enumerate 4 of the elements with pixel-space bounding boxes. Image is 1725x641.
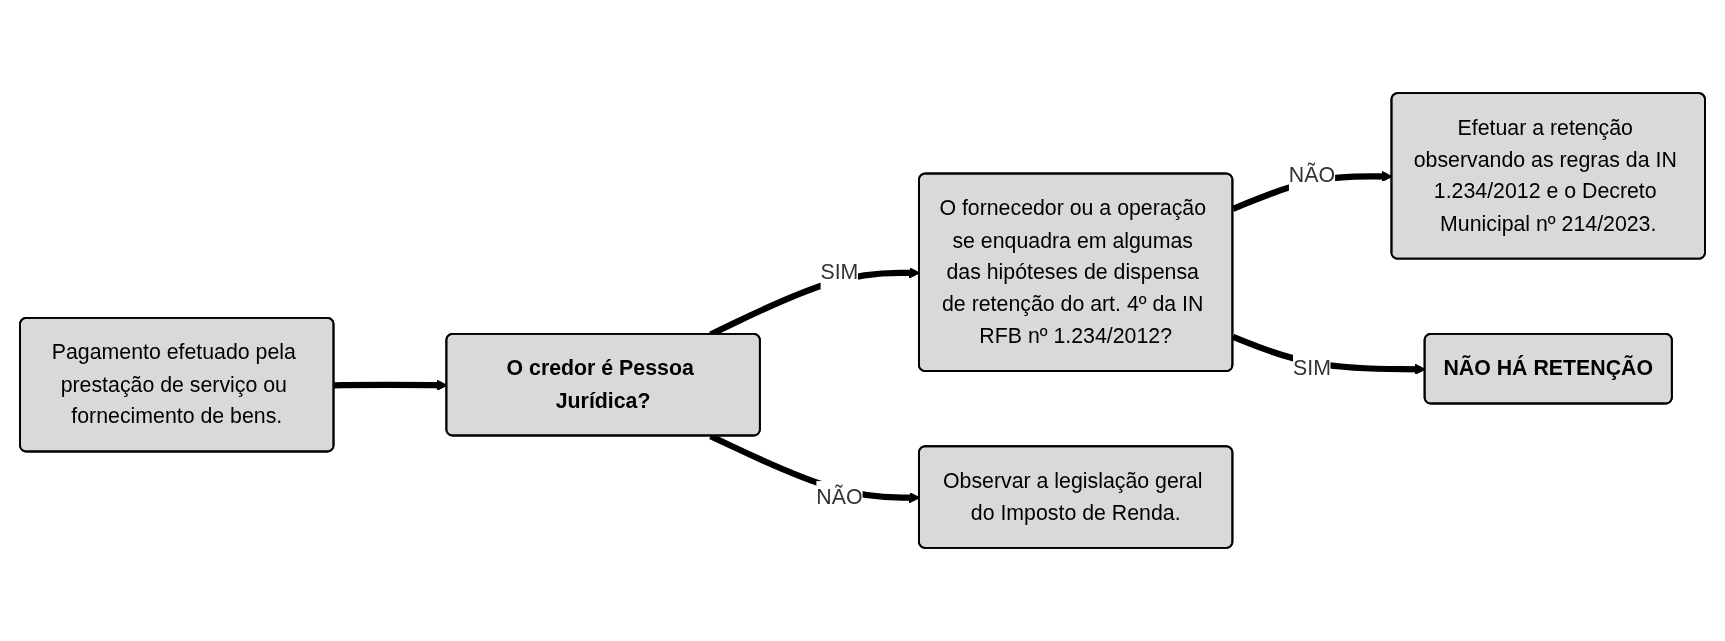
edge-label: NÃO xyxy=(816,484,863,509)
edge-label: SIM xyxy=(820,260,859,284)
edge-label: NÃO xyxy=(1288,163,1336,188)
edge-label: SIM xyxy=(1292,356,1331,381)
